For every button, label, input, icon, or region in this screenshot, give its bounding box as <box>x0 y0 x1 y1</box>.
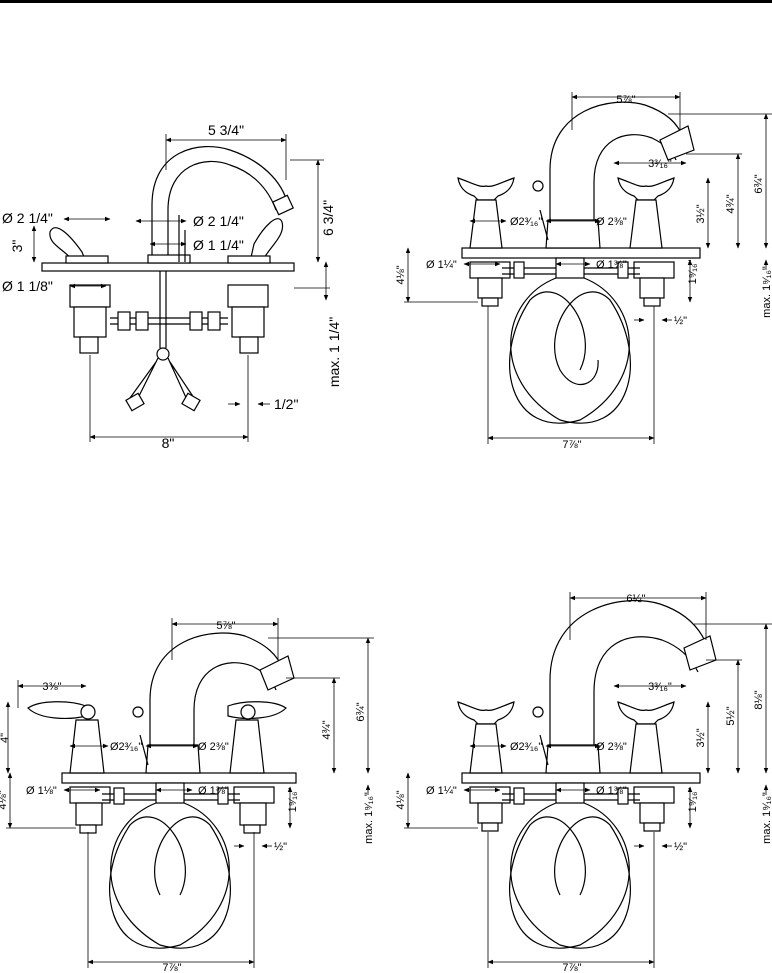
faucet-b-handle-width: 3³⁄₁₆" <box>648 158 672 170</box>
faucet-b-spout-reach: 5⅞" <box>616 94 635 106</box>
faucet-c-shank-dia-left: Ø 1⅛" <box>26 785 57 797</box>
faucet-c-handle-width: 3⅜" <box>42 681 61 693</box>
faucet-c-spread: 7⅞" <box>162 962 181 973</box>
faucet-d-outlet: ½" <box>674 841 687 853</box>
faucet-a-deck <box>41 262 295 272</box>
faucet-b-spout-base-dia: Ø 2⅜" <box>596 216 627 228</box>
faucet-d-spout-height: 8⅛" <box>753 690 765 709</box>
faucet-b-shank-dia-right: Ø 1⅜" <box>596 259 627 271</box>
faucet-a-handle-base-dia: Ø 2 1/4" <box>2 210 53 226</box>
faucet-d-handle-width: 3³⁄₁₆" <box>648 681 672 693</box>
faucet-a-drawing: 5 3/4" 6 3/4" Ø 2 1/4" 3" Ø 2 1/4" Ø 1 1… <box>2 122 342 451</box>
faucet-a-spout-shank-dia: Ø 1 1/4" <box>193 237 244 253</box>
faucet-b-max-deck: max. 1⁹⁄₁₆" <box>761 266 772 318</box>
header-rule <box>0 0 772 3</box>
faucet-d-spread: 7⅞" <box>562 962 581 973</box>
faucet-b-spout-height: 6¾" <box>753 174 765 193</box>
faucet-a-spout-reach: 5 3/4" <box>208 122 244 138</box>
faucet-d-spout-base-dia: Ø 2⅜" <box>596 741 627 753</box>
faucet-a-outlet: 1/2" <box>274 396 298 412</box>
faucet-a-handle-shank-dia: Ø 1 1/8" <box>2 278 53 294</box>
faucet-c-max-deck: max. 1⁹⁄₁₆" <box>363 792 375 844</box>
faucet-c-below-deck: 4⅛" <box>0 790 9 809</box>
faucet-c-shank-dia-right: Ø 1⅜" <box>198 785 229 797</box>
faucet-a-handle-height: 3" <box>9 240 25 253</box>
faucet-c-spout-height-2: 4¾" <box>321 720 333 739</box>
faucet-a-spout-height: 6 3/4" <box>320 200 336 236</box>
faucet-d-shank-dia-right: Ø 1⅜" <box>596 785 627 797</box>
faucet-b-tail: 1⁹⁄₁₆" <box>687 260 699 285</box>
faucet-b-outlet: ½" <box>674 315 687 327</box>
faucet-a-spread: 8" <box>162 435 175 451</box>
faucet-c-spout-height: 6¾" <box>355 702 367 721</box>
faucet-a-spout-base-dia: Ø 2 1/4" <box>193 213 244 229</box>
faucet-b-spread: 7⅞" <box>562 439 581 451</box>
faucet-c-outlet: ½" <box>274 841 287 853</box>
faucet-c-drawing: 5⅞" 6¾" 3⅜" 4" 4¾" Ø2³⁄₁₆" Ø 2⅜" Ø 1⅛" Ø… <box>0 618 375 973</box>
faucet-b-shank-dia-left: Ø 1¼" <box>426 259 457 271</box>
faucet-c-handle-height: 4" <box>0 733 11 743</box>
faucet-c-tail: 1⁹⁄₁₆" <box>287 788 299 813</box>
faucet-d-below-deck: 4⅛" <box>395 790 407 809</box>
faucet-d-spout-reach: 6½" <box>626 593 645 605</box>
faucet-d-drawing: 6½" 8⅛" 3³⁄₁₆" 3½" 5½" Ø2³⁄₁₆" Ø 2⅜" Ø 1… <box>395 592 772 973</box>
faucet-d-tail: 1⁹⁄₁₆" <box>687 788 699 813</box>
faucet-b-spout-height-2: 4¾" <box>725 194 737 213</box>
faucet-a-spout <box>151 146 289 262</box>
faucet-b-handle-height: 3½" <box>695 204 707 223</box>
faucet-c-spout-reach: 5⅞" <box>216 620 235 632</box>
faucet-d-handle-height: 3½" <box>695 728 707 747</box>
faucet-d-max-deck: max. 1⁹⁄₁₆" <box>761 792 772 844</box>
faucet-b-below-deck: 4⅛" <box>395 265 407 284</box>
faucet-d-shank-dia-left: Ø 1¼" <box>426 785 457 797</box>
faucet-c-spout-base-dia: Ø 2⅜" <box>198 741 229 753</box>
faucet-b-handle-base-dia: Ø2³⁄₁₆" <box>510 216 542 228</box>
faucet-a-max-deck: max. 1 1/4" <box>326 317 342 387</box>
faucet-c-handle-base-dia: Ø2³⁄₁₆" <box>110 741 142 753</box>
faucet-d-spout-height-2: 5½" <box>725 706 737 725</box>
faucet-b-drawing: 5⅞" 6¾" 3³⁄₁₆" 3½" 4¾" Ø2³⁄₁₆" Ø 2⅜" Ø 1… <box>395 92 772 451</box>
faucet-d-handle-base-dia: Ø2³⁄₁₆" <box>510 741 542 753</box>
